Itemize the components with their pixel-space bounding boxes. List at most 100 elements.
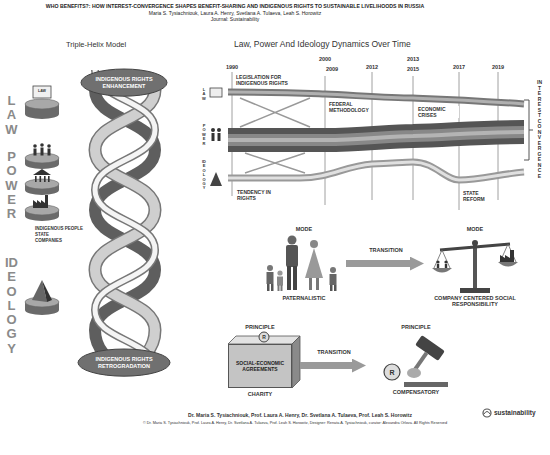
year-label: 2017 bbox=[453, 64, 465, 71]
author-line: Maria S. Tysiachniouk, Laura A. Henry, S… bbox=[40, 10, 430, 16]
journal-logo-text: sustainability bbox=[494, 409, 536, 417]
child-body bbox=[277, 277, 283, 286]
child-head bbox=[267, 265, 273, 271]
band-label: IDEOLOGY bbox=[202, 160, 206, 191]
child-leg bbox=[330, 285, 333, 291]
book-icon bbox=[210, 88, 222, 97]
scale-base bbox=[460, 288, 490, 293]
people-icon bbox=[444, 260, 447, 263]
paternalistic-family bbox=[267, 236, 337, 292]
box-side bbox=[292, 336, 300, 388]
sound-block bbox=[404, 382, 448, 387]
logo-mark bbox=[483, 409, 491, 417]
disc-top bbox=[25, 99, 59, 109]
pyramid-icon bbox=[42, 280, 52, 302]
people-icon bbox=[34, 149, 37, 156]
child-body bbox=[330, 274, 337, 285]
balance-scales bbox=[432, 240, 518, 293]
triple-helix bbox=[95, 70, 155, 370]
people-icon bbox=[48, 149, 51, 156]
node-text: PRINCIPLE bbox=[220, 324, 300, 331]
year-label: 2000 bbox=[319, 56, 331, 63]
power-disc-icon bbox=[25, 143, 59, 221]
state-building-icon bbox=[48, 176, 50, 182]
actor-label: INDIGENOUS PEOPLE bbox=[34, 226, 84, 231]
transition-arrow bbox=[300, 362, 352, 369]
state-building-icon bbox=[33, 169, 51, 175]
law-band-highlight bbox=[228, 92, 524, 104]
helix-strand-outline bbox=[95, 70, 155, 370]
node-text: CHARITY bbox=[220, 391, 300, 398]
edge-label: TRANSITION bbox=[367, 247, 405, 254]
figure-leg bbox=[293, 266, 297, 290]
disc-bottom bbox=[25, 109, 59, 119]
panel-heading: Triple-Helix Model bbox=[66, 40, 126, 49]
scale-pan bbox=[498, 262, 518, 267]
pyramid-icon bbox=[210, 172, 222, 186]
timeline-chart bbox=[210, 72, 533, 210]
helix-strand bbox=[95, 70, 155, 370]
year-label: 2015 bbox=[407, 66, 419, 73]
scale-pan bbox=[432, 268, 452, 273]
people-icon bbox=[47, 144, 51, 148]
state-building-icon bbox=[35, 176, 37, 182]
child-body bbox=[267, 272, 274, 284]
axis-word: IDEOLOGY bbox=[5, 256, 18, 356]
event-label: TENDENCY IN RIGHTS bbox=[237, 189, 277, 201]
ideology-band-highlight bbox=[228, 162, 524, 180]
compensation-gavel bbox=[384, 335, 448, 387]
mode-group: MODEPATERNALISTIC bbox=[262, 226, 346, 301]
people-icon bbox=[212, 133, 215, 141]
people-icon bbox=[217, 128, 221, 132]
figure-dress bbox=[305, 248, 323, 278]
band-label: POWER bbox=[202, 124, 206, 146]
journal-line: Journal: Sustainability bbox=[40, 16, 430, 22]
crossing-strand bbox=[240, 98, 310, 173]
actor-label: STATE bbox=[34, 232, 50, 237]
event-label: ECONOMIC CRISES bbox=[417, 106, 459, 118]
people-icon bbox=[436, 260, 439, 263]
law-disc-icon bbox=[25, 86, 59, 119]
child-head bbox=[277, 270, 282, 275]
child-head bbox=[330, 267, 336, 273]
power-band-highlight bbox=[228, 132, 524, 140]
principle-box: PRINCIPLE SOCIAL-ECONOMIC AGREEMENTS CHARI… bbox=[220, 324, 300, 397]
agreement-panel: SOCIAL-ECONOMIC AGREEMENTS bbox=[228, 344, 292, 388]
state-building-icon bbox=[44, 176, 46, 182]
node-text: COMPENSATORY bbox=[368, 389, 464, 396]
ideology-disc-icon bbox=[25, 280, 59, 315]
event-label: STATE REFORM bbox=[463, 190, 495, 202]
coin bbox=[384, 364, 400, 380]
charity-box bbox=[228, 332, 300, 388]
edge-label: TRANSITION bbox=[315, 349, 353, 356]
book-icon bbox=[33, 86, 51, 98]
people-icon bbox=[33, 144, 37, 148]
node-text: INDIGENOUS RIGHTS RETROGRADATION bbox=[91, 356, 157, 369]
axis-word: LAW bbox=[5, 94, 18, 137]
axis-word: POWER bbox=[5, 150, 18, 221]
child-leg bbox=[281, 285, 283, 291]
icon-label: LAW bbox=[38, 90, 46, 94]
figure-leg bbox=[316, 278, 319, 290]
figure-leg bbox=[309, 278, 312, 290]
child-leg bbox=[278, 285, 280, 291]
copyright-line: © Dr. Maria S. Tysiachniouk, Prof. Laura… bbox=[95, 421, 495, 426]
panel-heading: Law, Power And Ideology Dynamics Over Ti… bbox=[234, 39, 411, 49]
event-label: FEDERAL METHODOLOGY bbox=[329, 101, 383, 113]
people-icon bbox=[211, 128, 215, 132]
people-icon bbox=[445, 264, 447, 268]
gavel bbox=[399, 335, 445, 384]
rights-ellipse: INDIGENOUS RIGHTS ENHANCEMENT bbox=[80, 68, 168, 97]
coin bbox=[259, 332, 269, 342]
node-text: COMPANY CENTERED SOCIAL RESPONSIBILITY bbox=[426, 295, 524, 308]
coin-letter: R bbox=[262, 335, 266, 340]
figure-leg bbox=[287, 266, 291, 290]
ellipse-outline bbox=[78, 349, 170, 376]
figure-head bbox=[288, 236, 297, 245]
people-icon bbox=[218, 133, 221, 141]
credit-line: Dr. Maria S. Tysiachniouk, Prof. Laura A… bbox=[150, 412, 450, 418]
factory-icon bbox=[33, 195, 48, 208]
node-text: MODE bbox=[262, 226, 346, 233]
journal-logo bbox=[483, 409, 491, 417]
scale-post bbox=[473, 244, 477, 288]
